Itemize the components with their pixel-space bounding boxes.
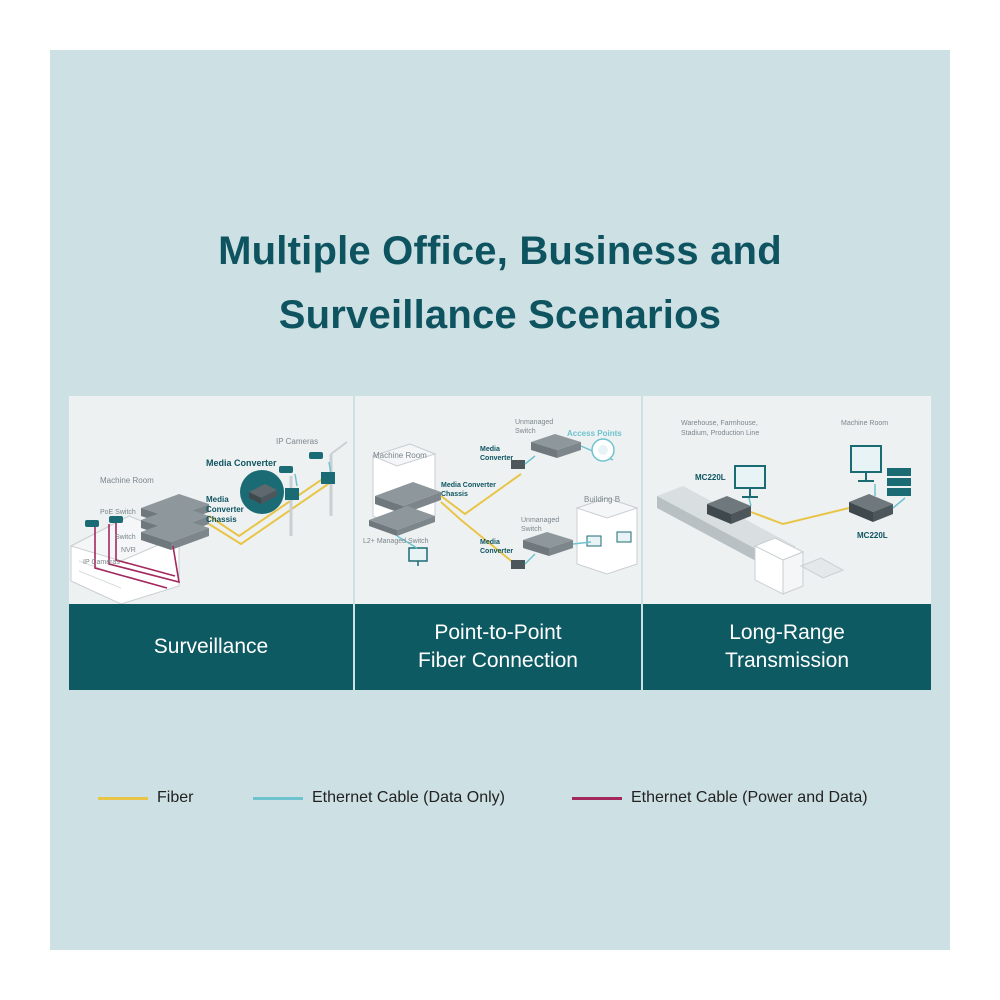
label-unmanaged-switch-top-1: Unmanaged: [515, 419, 553, 426]
building-b: [575, 497, 639, 575]
legend-label: Fiber: [157, 789, 194, 806]
pole-media-converter-1: [285, 488, 299, 500]
label-chassis-2: Converter: [206, 505, 244, 514]
point-to-point-illustration: Unmanaged Switch Access Points Machine R…: [363, 419, 639, 575]
label-l2-managed-switch: L2+ Managed Switch: [363, 538, 429, 545]
scenario-label-point-to-point: Point-to-Point Fiber Connection: [355, 604, 641, 690]
label-unmanaged-switch-bottom-2: Switch: [521, 526, 542, 533]
label-mc220l-right: MC220L: [857, 531, 888, 540]
label-media-converter-bottom-2: Converter: [480, 548, 513, 555]
long-range-diagram: Warehouse, Farmhouse, Stadium, Productio…: [643, 396, 931, 604]
point-to-point-diagram: Unmanaged Switch Access Points Machine R…: [355, 396, 641, 604]
scenario-card-long-range: Warehouse, Farmhouse, Stadium, Productio…: [643, 396, 931, 690]
scenario-title-line-1: Point-to-Point: [434, 621, 562, 644]
label-warehouse-1: Warehouse, Farmhouse,: [681, 420, 758, 427]
label-media-converter-top-2: Converter: [480, 455, 513, 462]
media-converter-chassis-device: [141, 494, 209, 550]
legend-item-ethernet-data: Ethernet Cable (Data Only): [253, 786, 505, 810]
scenario-title-line-2: Fiber Connection: [418, 649, 578, 672]
ip-camera-icon: [279, 452, 323, 473]
monitor-icon: [408, 547, 428, 566]
legend-label: Ethernet Cable (Data Only): [312, 789, 505, 806]
legend-swatch-ethernet-power: [572, 796, 622, 800]
label-mc220l-left: MC220L: [695, 473, 726, 482]
surveillance-diagram: IP Cameras Media Converter Machine Room …: [69, 396, 353, 604]
scenario-title-line-2: Transmission: [724, 649, 850, 672]
label-access-points: Access Points: [567, 429, 622, 438]
title-line-2: Surveillance Scenarios: [278, 293, 722, 337]
scenario-label-surveillance: Surveillance: [69, 604, 353, 690]
legend-item-fiber: Fiber: [98, 786, 193, 810]
label-machine-room: Machine Room: [100, 476, 154, 485]
label-machine-room: Machine Room: [373, 451, 427, 460]
scenario-card-point-to-point: Unmanaged Switch Access Points Machine R…: [355, 396, 641, 690]
legend-swatch-fiber: [98, 796, 148, 800]
label-media-converter: Media Converter: [206, 458, 277, 468]
left-camera-icon: [85, 516, 123, 527]
cable-legend: Fiber Ethernet Cable (Data Only) Etherne…: [98, 786, 918, 810]
legend-swatch-ethernet-data: [253, 796, 303, 800]
long-range-illustration: Warehouse, Farmhouse, Stadium, Productio…: [657, 420, 911, 595]
label-building-b: Building B: [584, 495, 620, 504]
label-chassis-3: Chassis: [206, 515, 237, 524]
label-chassis-2: Chassis: [441, 491, 468, 498]
label-media-converter-bottom-1: Media: [480, 539, 500, 546]
mc220l-left-device: [707, 496, 751, 524]
label-ip-cameras: IP Cameras: [276, 437, 318, 446]
unmanaged-switch-top: [531, 434, 581, 458]
server-rack-icon: [887, 468, 911, 496]
scenario-cards: IP Cameras Media Converter Machine Room …: [69, 396, 931, 690]
label-poe-switch: PoE Switch: [100, 509, 136, 516]
label-switch: Switch: [115, 534, 136, 541]
mc220l-right-device: [849, 494, 893, 522]
scenario-card-surveillance: IP Cameras Media Converter Machine Room …: [69, 396, 353, 690]
page-title: Multiple Office, Business and Surveillan…: [50, 219, 950, 347]
card-divider: [353, 396, 355, 690]
legend-label: Ethernet Cable (Power and Data): [631, 789, 868, 806]
label-media-converter-top-1: Media: [480, 446, 500, 453]
label-nvr: NVR: [121, 547, 136, 554]
media-converter-bottom: [511, 560, 525, 569]
surveillance-illustration: IP Cameras Media Converter Machine Room …: [69, 437, 348, 604]
label-chassis-1: Media Converter: [441, 482, 496, 489]
label-machine-room: Machine Room: [841, 420, 888, 427]
scenario-label-long-range: Long-Range Transmission: [643, 604, 931, 690]
label-chassis-1: Media: [206, 495, 229, 504]
monitor-icon-right: [850, 445, 882, 482]
title-line-1: Multiple Office, Business and: [218, 229, 782, 273]
scenario-title-line-1: Long-Range: [729, 621, 845, 644]
access-point-icon: [591, 438, 615, 462]
media-converter-top: [511, 460, 525, 469]
media-converter-icon: [240, 470, 284, 514]
legend-item-ethernet-power: Ethernet Cable (Power and Data): [572, 786, 868, 810]
scenario-title: Surveillance: [153, 635, 269, 658]
unmanaged-switch-bottom: [523, 532, 573, 556]
monitor-icon-left: [734, 465, 766, 498]
pole-media-converter-2: [321, 472, 335, 484]
label-unmanaged-switch-bottom-1: Unmanaged: [521, 517, 559, 524]
label-warehouse-2: Stadium, Production Line: [681, 430, 759, 437]
card-divider: [641, 396, 643, 690]
chassis-device: [369, 482, 441, 536]
label-ip-cameras-left: IP Cameras: [83, 559, 120, 566]
label-unmanaged-switch-top-2: Switch: [515, 428, 536, 435]
